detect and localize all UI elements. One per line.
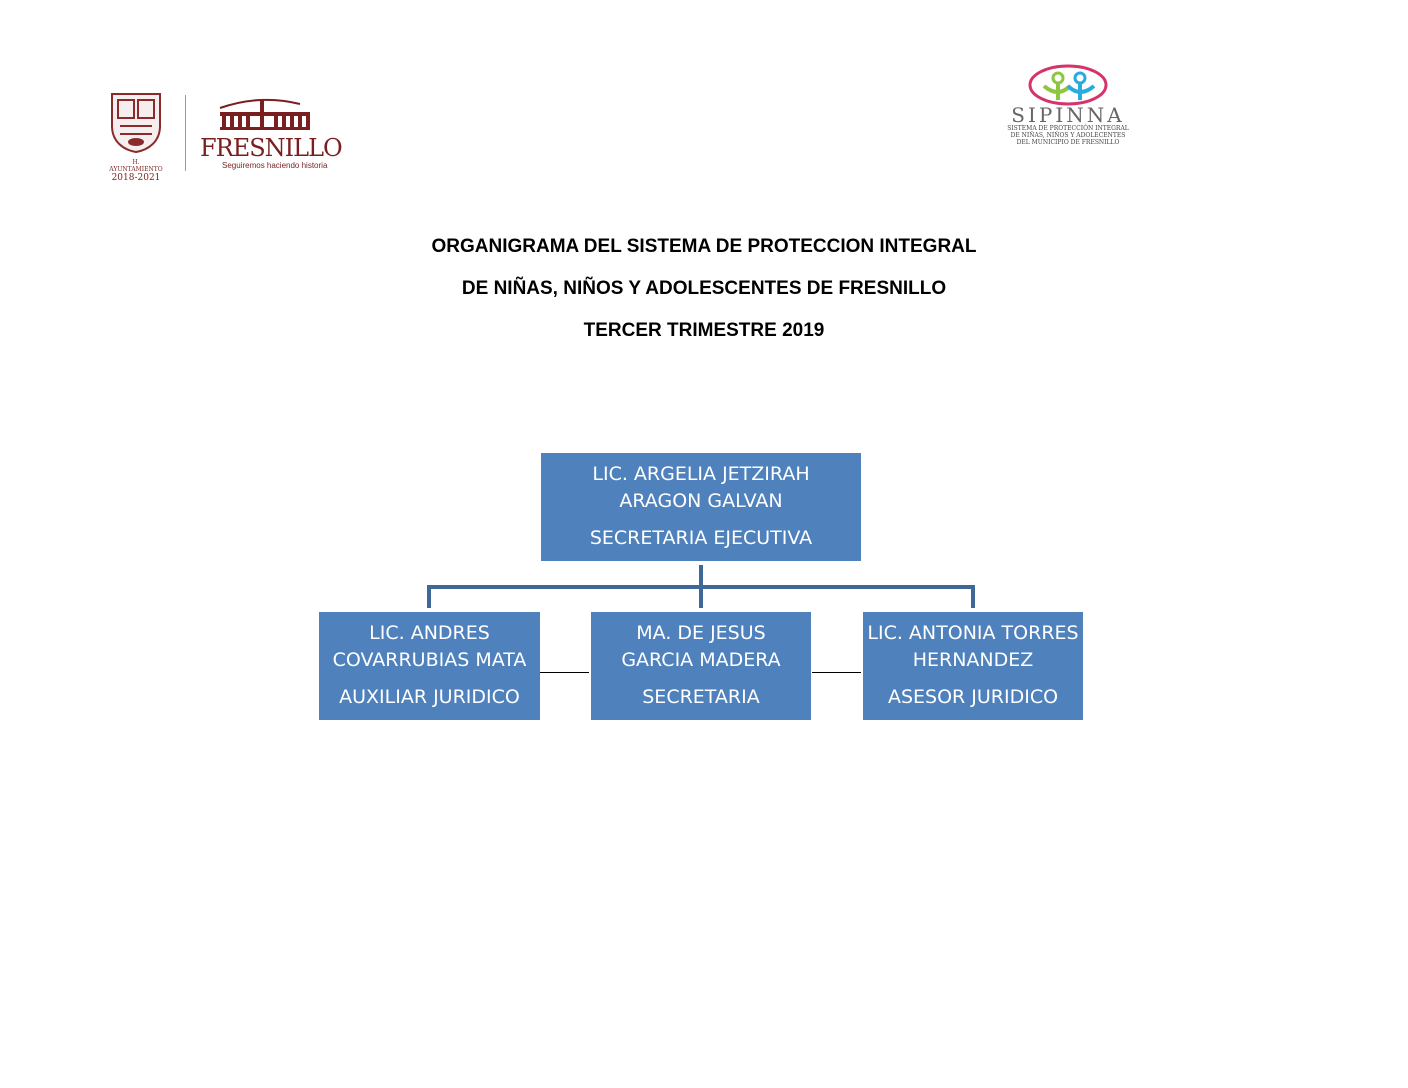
title-line-3: TERCER TRIMESTRE 2019	[583, 320, 825, 341]
title-line-2: DE NIÑAS, NIÑOS Y ADOLESCENTES DE FRESNI…	[461, 278, 947, 299]
org-name-line-2: COVARRUBIAS MATA	[332, 649, 527, 671]
org-box-secretaria-ejecutiva: LIC. ARGELIA JETZIRAH ARAGON GALVAN SECR…	[541, 453, 861, 561]
org-role: SECRETARIA	[642, 686, 760, 708]
connector-line	[699, 585, 703, 608]
title-line-1: ORGANIGRAMA DEL SISTEMA DE PROTECCION IN…	[431, 236, 977, 257]
org-role: AUXILIAR JURIDICO	[339, 686, 520, 708]
municipal-seal-logo: H. AYUNTAMIENTO 2018-2021	[108, 90, 164, 183]
sipinna-children-icon	[1028, 64, 1108, 106]
fresnillo-name: FRESNILLO	[200, 134, 343, 162]
connector-line	[699, 565, 703, 587]
org-name-line-1: MA. DE JESUS	[636, 622, 766, 644]
seal-years: 2018-2021	[111, 173, 161, 183]
org-name-line-1: LIC. ARGELIA JETZIRAH	[592, 463, 810, 485]
peer-connector-line	[540, 672, 589, 673]
peer-connector-line	[812, 672, 861, 673]
sipinna-logo: SIPINNA SISTEMA DE PROTECCIÓN INTEGRAL D…	[978, 64, 1158, 148]
sipinna-subtitle-3: DEL MUNICIPIO DE FRESNILLO	[1016, 139, 1120, 146]
org-name-line-2: GARCIA MADERA	[621, 649, 781, 671]
org-name-line-1: LIC. ANDRES	[369, 622, 490, 644]
connector-line	[427, 585, 431, 608]
org-name-line-1: LIC. ANTONIA TORRES	[867, 622, 1079, 644]
sipinna-subtitle-2: DE NIÑAS, NIÑOS Y ADOLECENTES	[1010, 132, 1126, 139]
org-role: ASESOR JURIDICO	[887, 686, 1059, 708]
org-name-line-2: HERNANDEZ	[912, 649, 1034, 671]
org-name-line-2: ARAGON GALVAN	[619, 490, 783, 512]
seal-shield-icon	[111, 93, 161, 154]
org-role: SECRETARIA EJECUTIVA	[589, 527, 813, 549]
connector-line	[971, 585, 975, 608]
fresnillo-slogan: Seguiremos haciendo historia	[222, 161, 328, 170]
org-box-secretaria: MA. DE JESUS GARCIA MADERA SECRETARIA	[591, 612, 811, 720]
seal-caption: H. AYUNTAMIENTO	[109, 159, 163, 173]
fresnillo-logo: FRESNILLO Seguiremos haciendo historia	[200, 94, 343, 170]
sipinna-name: SIPINNA	[1011, 103, 1125, 127]
logo-divider	[185, 95, 186, 171]
fresnillo-building-icon	[219, 98, 310, 130]
org-box-asesor-juridico: LIC. ANTONIA TORRES HERNANDEZ ASESOR JUR…	[863, 612, 1083, 720]
sipinna-subtitle-1: SISTEMA DE PROTECCIÓN INTEGRAL	[1007, 125, 1129, 132]
org-box-auxiliar-juridico: LIC. ANDRES COVARRUBIAS MATA AUXILIAR JU…	[319, 612, 540, 720]
